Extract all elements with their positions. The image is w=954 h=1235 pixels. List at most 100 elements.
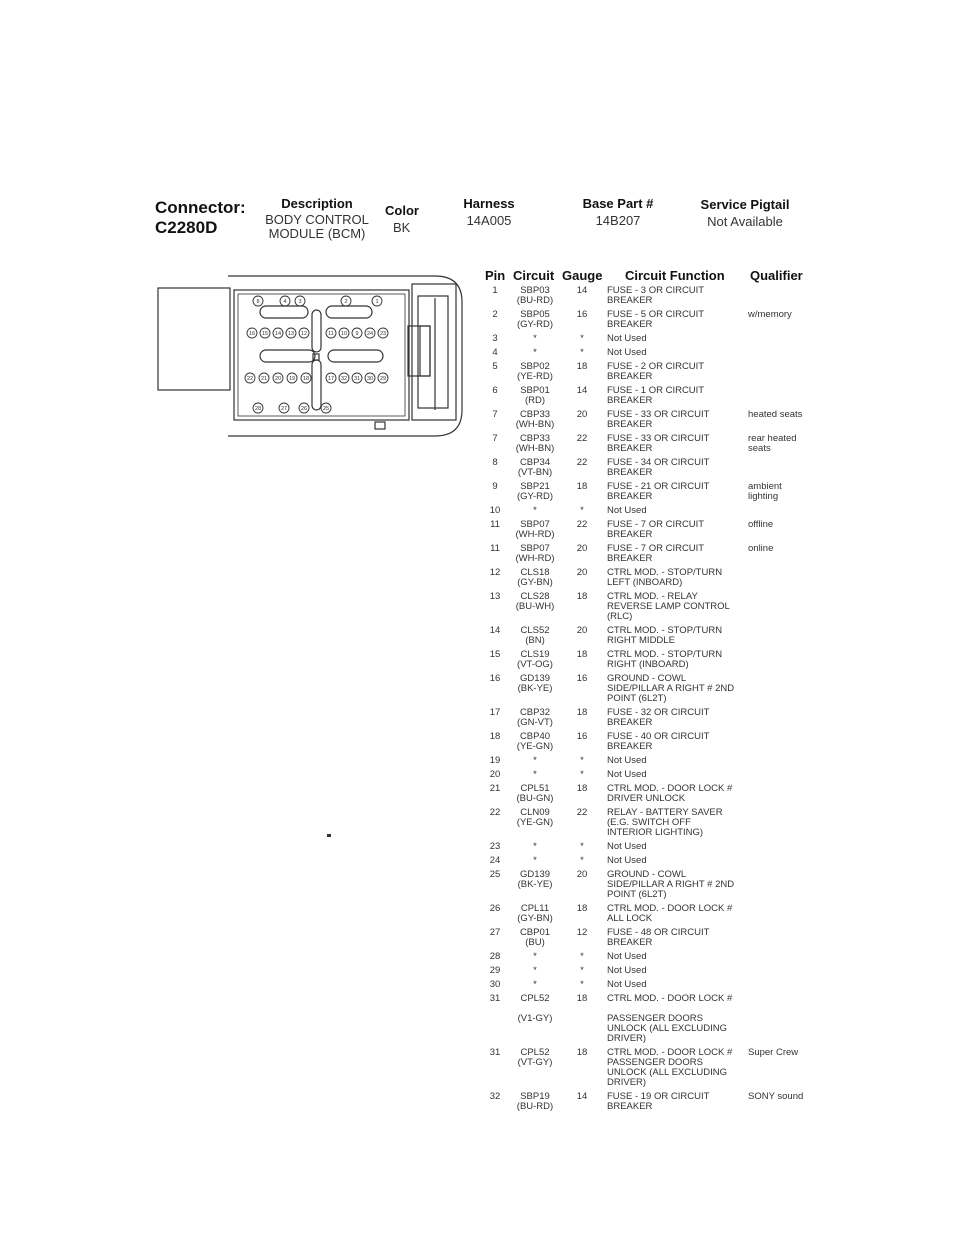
pin-number-label: 2 <box>344 299 347 305</box>
function-cell: CTRL MOD. - DOOR LOCK # ALL LOCK <box>607 903 733 924</box>
color-label: Color <box>385 203 419 218</box>
qualifier-cell: w/memory <box>748 309 792 320</box>
circuit-cell: CLS18 (GY-BN) <box>517 567 553 588</box>
connector-latch-body <box>157 287 231 391</box>
pin-number-label: 12 <box>301 331 307 337</box>
pin-cavity <box>294 295 306 307</box>
pin-number-label: 17 <box>328 376 334 382</box>
pin-cell: 31 <box>489 993 501 1004</box>
gauge-cell: * <box>580 841 584 852</box>
gauge-cell: 16 <box>576 731 588 742</box>
pin-cavity <box>298 327 310 339</box>
pin-cell: 18 <box>489 731 501 742</box>
circuit-cell: CPL52 (V1-GY) <box>517 993 553 1024</box>
gauge-cell: 14 <box>576 285 588 296</box>
function-cell: CTRL MOD. - DOOR LOCK # PASSENGER DOORS … <box>607 993 733 1044</box>
pin-number-label: 18 <box>303 376 309 382</box>
pin-cavity <box>285 327 297 339</box>
pin-cavity <box>252 402 264 414</box>
pin-number-label: 1 <box>375 299 378 305</box>
qualifier-cell: offline <box>748 519 774 530</box>
pin-cell: 26 <box>489 903 501 914</box>
function-cell: Not Used <box>607 965 647 976</box>
pin-number-label: 21 <box>261 376 267 382</box>
qualifier-cell: ambient lighting <box>748 481 782 502</box>
pin-cell: 11 <box>490 519 500 530</box>
pin-cell: 31 <box>489 1047 501 1058</box>
pin-cell: 7 <box>492 433 498 444</box>
gauge-cell: 20 <box>576 869 588 880</box>
circuit-cell: * <box>533 855 537 866</box>
pin-cell: 16 <box>489 673 501 684</box>
pin-number-label: 31 <box>354 376 360 382</box>
pin-cavity <box>338 372 350 384</box>
pin-cell: 14 <box>489 625 501 636</box>
function-cell: FUSE - 7 OR CIRCUIT BREAKER <box>607 543 705 564</box>
gauge-cell: * <box>580 965 584 976</box>
pin-cavity <box>279 295 291 307</box>
pin-number-label: 20 <box>275 376 281 382</box>
pigtail-label: Service Pigtail <box>700 197 790 212</box>
circuit-cell: * <box>533 505 537 516</box>
pin-cavity <box>278 402 290 414</box>
gauge-cell: 22 <box>576 519 588 530</box>
circuit-cell: CPL51 (BU-GN) <box>516 783 554 804</box>
function-cell: CTRL MOD. - STOP/TURN RIGHT MIDDLE <box>607 625 723 646</box>
pin-cell: 30 <box>489 979 501 990</box>
pin-cavity <box>364 372 376 384</box>
pigtail-block: Service Pigtail Not Available <box>690 197 800 229</box>
gauge-cell: * <box>580 333 584 344</box>
function-cell: Not Used <box>607 333 647 344</box>
description-value: BODY CONTROL MODULE (BCM) <box>265 212 369 241</box>
function-cell: GROUND - COWL SIDE/PILLAR A RIGHT # 2ND … <box>607 673 735 704</box>
header-circuit: Circuit <box>513 268 555 283</box>
circuit-cell: SBP02 (YE-RD) <box>517 361 553 382</box>
pin-number-label: 27 <box>281 406 287 412</box>
pin-number-label: 3 <box>298 299 301 305</box>
gauge-cell: * <box>580 347 584 358</box>
circuit-cell: CLS52 (BN) <box>520 625 550 646</box>
gauge-cell: 16 <box>576 673 588 684</box>
function-cell: Not Used <box>607 769 647 780</box>
gauge-cell: 16 <box>576 309 588 320</box>
gauge-cell: 18 <box>576 649 588 660</box>
pigtail-value: Not Available <box>707 214 783 229</box>
circuit-cell: CLN09 (YE-GN) <box>516 807 554 828</box>
function-cell: FUSE - 32 OR CIRCUIT BREAKER <box>607 707 710 728</box>
pin-number-label: 8 <box>256 299 259 305</box>
pin-cell: 15 <box>489 649 501 660</box>
pin-cavity <box>338 327 350 339</box>
circuit-cell: CPL52 (VT-GY) <box>517 1047 553 1068</box>
base-part-label: Base Part # <box>582 196 654 211</box>
gauge-cell: 18 <box>576 1047 588 1058</box>
circuit-cell: SBP19 (BU-RD) <box>516 1091 554 1112</box>
connector-shell-outline <box>228 275 463 437</box>
function-cell: CTRL MOD. - DOOR LOCK # DRIVER UNLOCK <box>607 783 733 804</box>
pin-cavity <box>364 327 376 339</box>
pin-cell: 3 <box>492 333 498 344</box>
function-cell: FUSE - 21 OR CIRCUIT BREAKER <box>607 481 710 502</box>
gauge-cell: 18 <box>576 707 588 718</box>
gauge-cell: * <box>580 951 584 962</box>
description-block: Description BODY CONTROL MODULE (BCM) <box>258 196 376 241</box>
pin-number-label: 16 <box>249 331 255 337</box>
circuit-cell: CBP34 (VT-BN) <box>517 457 553 478</box>
gauge-cell: 20 <box>576 543 588 554</box>
header-qualifier: Qualifier <box>750 268 803 283</box>
harness-block: Harness 14A005 <box>450 196 528 228</box>
gauge-cell: 18 <box>576 481 588 492</box>
pin-cavity <box>298 402 310 414</box>
pin-cell: 5 <box>492 361 498 372</box>
pin-cell: 28 <box>489 951 501 962</box>
connector-heading: Connector: C2280D <box>155 198 246 238</box>
gauge-cell: 14 <box>576 1091 588 1102</box>
function-cell: CTRL MOD. - STOP/TURN LEFT (INBOARD) <box>607 567 723 588</box>
function-cell: Not Used <box>607 979 647 990</box>
circuit-cell: SBP07 (WH-RD) <box>515 519 555 540</box>
function-cell: CTRL MOD. - STOP/TURN RIGHT (INBOARD) <box>607 649 723 670</box>
connector-face-outline <box>233 289 410 421</box>
function-cell: CTRL MOD. - DOOR LOCK # PASSENGER DOORS … <box>607 1047 733 1088</box>
pin-cell: 9 <box>492 481 498 492</box>
pin-cavity <box>259 327 271 339</box>
